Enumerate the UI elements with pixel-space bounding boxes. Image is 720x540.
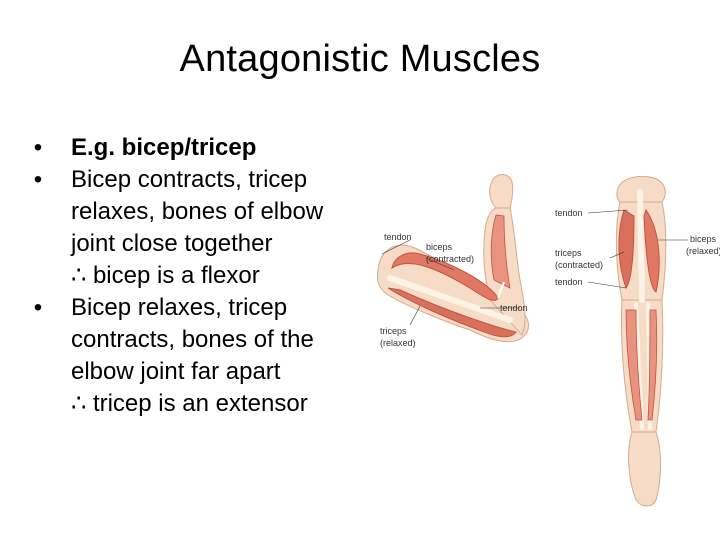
label-biceps: biceps: [426, 242, 453, 252]
bullet-line: Bicep contracts, tricep: [71, 166, 308, 193]
label-biceps-state: (contracted): [426, 254, 474, 264]
bullet-line: Bicep relaxes, tricep: [71, 294, 288, 321]
label-triceps: triceps: [555, 248, 582, 258]
bullet-item: • E.g. bicep/tricep: [28, 132, 398, 164]
bullet-line: relaxes, bones of elbow: [71, 198, 324, 225]
triceps-muscle: [618, 209, 635, 290]
label-biceps-state: (relaxed): [686, 246, 720, 256]
leader-line: [609, 251, 625, 259]
bullet-line: E.g. bicep/tricep: [71, 134, 257, 161]
leader-line: [587, 281, 627, 289]
label-triceps: triceps: [380, 326, 407, 336]
straight-arm-illustration: tendon triceps (contracted) tendon bicep…: [555, 175, 720, 507]
label-tendon: tendon: [384, 232, 412, 242]
forearm-muscle: [625, 309, 643, 421]
humerus-bone: [387, 275, 513, 323]
leader-line: [425, 257, 455, 271]
bullet-line: contracts, bones of the: [71, 326, 314, 353]
bullet-line: joint close together: [71, 230, 273, 257]
arm-muscle-diagram: tendon biceps (contracted) tendon tricep…: [370, 170, 720, 510]
leader-line: [409, 305, 421, 326]
bullet-dot: •: [33, 166, 43, 193]
bent-arm-illustration: tendon biceps (contracted) tendon tricep…: [376, 174, 529, 348]
leader-line: [587, 209, 629, 214]
bullet-dot: •: [33, 134, 43, 161]
slide-title: Antagonistic Muscles: [179, 38, 541, 80]
hand: [628, 431, 661, 507]
hand: [489, 174, 514, 209]
forearm-muscle: [647, 309, 658, 421]
bullet-item: • Bicep relaxes, tricep contracts, bones…: [28, 292, 398, 420]
label-triceps-state: (relaxed): [380, 338, 416, 348]
triceps-muscle: [387, 287, 517, 338]
humerus-bone: [637, 189, 645, 303]
leader-line: [381, 239, 411, 255]
forearm-muscle: [490, 214, 511, 289]
bullet-line: elbow joint far apart: [71, 358, 281, 385]
arm-diagram-svg: tendon biceps (contracted) tendon tricep…: [376, 174, 720, 507]
label-tendon: tendon: [555, 208, 583, 218]
label-tendon: tendon: [500, 303, 528, 313]
upper-arm-skin: [376, 244, 529, 343]
bullet-dot: •: [33, 294, 43, 321]
bullet-line: ∴ tricep is an extensor: [71, 390, 308, 417]
label-triceps-state: (contracted): [555, 260, 603, 270]
bullet-list: • E.g. bicep/tricep • Bicep contracts, t…: [28, 132, 398, 420]
biceps-tendon: [497, 281, 505, 299]
label-biceps: biceps: [690, 234, 717, 244]
bullet-item: • Bicep contracts, tricep relaxes, bones…: [28, 164, 398, 292]
bullet-line: ∴ bicep is a flexor: [71, 262, 260, 289]
biceps-muscle: [643, 208, 660, 293]
label-tendon: tendon: [555, 277, 583, 287]
